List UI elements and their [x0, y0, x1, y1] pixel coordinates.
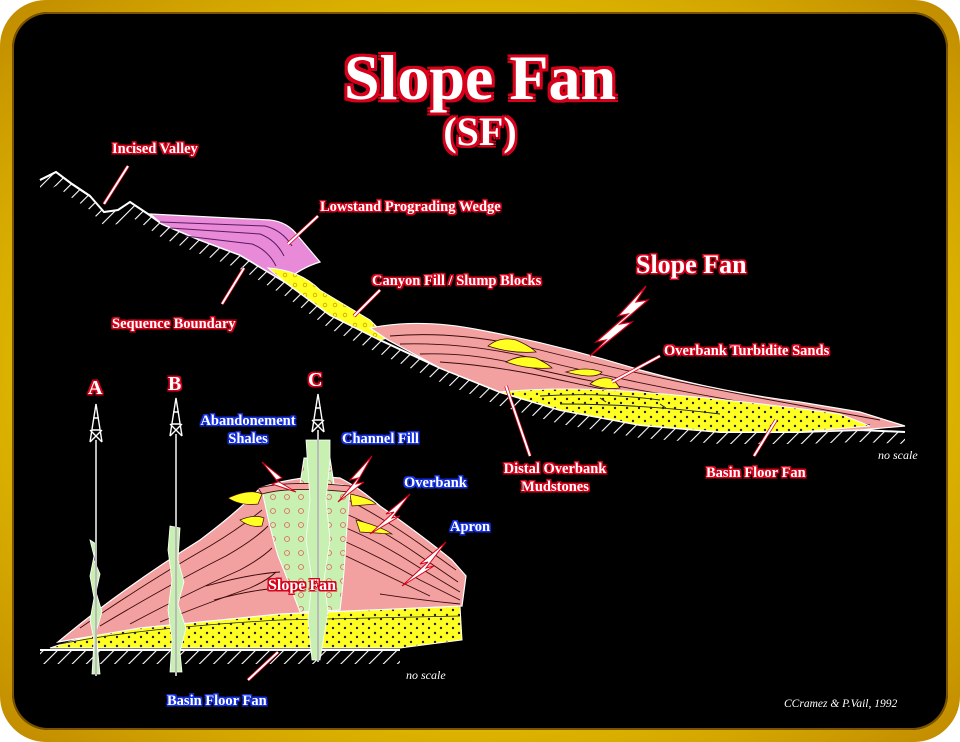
label-incised-valley: Incised Valley — [112, 141, 198, 157]
well-boreholes — [95, 430, 319, 676]
label-overbank-turbidite: Overbank Turbidite Sands — [664, 343, 830, 359]
label-abandonment-shales: Abandonement Shales — [192, 414, 304, 446]
label-sequence-boundary: Sequence Boundary — [112, 316, 236, 332]
bolt-icon-channel-fill — [337, 455, 373, 503]
well-label-a: A — [88, 377, 103, 399]
page-title: Slope Fan — [343, 42, 617, 113]
well-label-b: B — [168, 373, 182, 395]
substrate-hatch-upper — [40, 172, 905, 444]
derrick-icon-c — [311, 393, 325, 433]
bolt-icon-overbank — [369, 493, 411, 535]
page-subtitle: (SF) — [443, 109, 517, 154]
canyon-fill — [266, 267, 389, 341]
label-abandonment-line2: Shales — [228, 430, 268, 447]
derrick-icon-b — [169, 397, 183, 437]
derrick-icons — [89, 393, 325, 443]
upper-cross-section — [39, 170, 906, 444]
diagram-panel: Slope Fan (SF) Incised Valley Lowstand P… — [12, 12, 948, 730]
label-distal-overbank: Distal Overbank Mudstones — [490, 462, 620, 494]
label-distal-overbank-line2: Mudstones — [521, 478, 589, 495]
lightning-bolt-icon — [589, 285, 651, 357]
label-lowstand-wedge: Lowstand Prograding Wedge — [320, 199, 501, 215]
label-canyon-fill: Canyon Fill / Slump Blocks — [372, 273, 542, 289]
bolt-icon-apron — [401, 541, 447, 587]
label-no-scale-lower: no scale — [406, 668, 446, 682]
label-distal-overbank-line1: Distal Overbank — [503, 461, 607, 477]
label-no-scale-upper: no scale — [878, 448, 918, 462]
label-slope-fan-lower: Slope Fan — [268, 577, 337, 594]
derrick-icon-a — [89, 403, 103, 443]
bolt-icon-abandonment — [261, 461, 297, 493]
credit-text: CCramez & P.Vail, 1992 — [784, 698, 898, 710]
lowstand-prograding-wedge — [148, 213, 322, 283]
lower-leaders — [246, 650, 280, 682]
label-basin-floor-fan-upper: Basin Floor Fan — [706, 465, 806, 481]
lower-bolts — [261, 455, 447, 587]
well-label-c: C — [308, 369, 323, 391]
upper-leaders — [102, 165, 778, 457]
slope-fan-diagram — [39, 165, 906, 682]
label-apron: Apron — [450, 519, 491, 535]
label-basin-floor-fan-lower: Basin Floor Fan — [167, 693, 267, 709]
lower-cross-section — [40, 393, 467, 676]
label-channel-fill: Channel Fill — [342, 431, 419, 447]
label-overbank: Overbank — [404, 475, 467, 491]
label-slope-fan-upper: Slope Fan — [636, 250, 747, 279]
label-abandonment-line1: Abandonement — [200, 413, 296, 429]
slope-fan-mound — [55, 476, 467, 643]
